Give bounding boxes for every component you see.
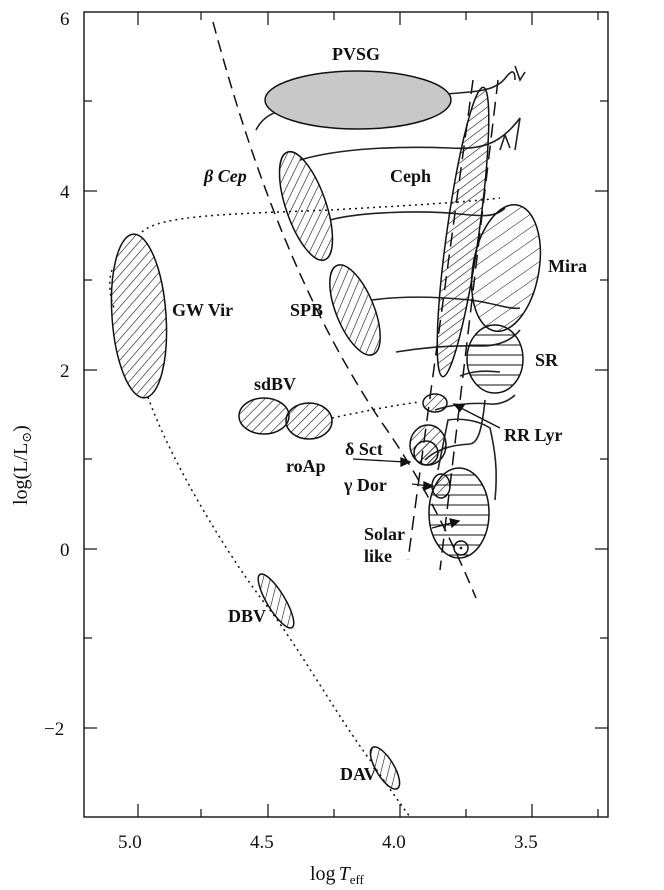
- y-tick-neg2: −2: [44, 719, 64, 740]
- dav-label: DAV: [340, 764, 377, 784]
- y-tick-2: 2: [60, 361, 70, 382]
- sdbv-horizontal-branch: [331, 401, 421, 419]
- spb-label: SPB: [290, 300, 323, 320]
- beta-cep-region: [278, 150, 334, 262]
- mira-label: Mira: [548, 256, 587, 276]
- spb-region: [329, 264, 381, 356]
- beta-cep-label: β Cep: [203, 166, 247, 186]
- sdbv-region-right: [285, 402, 333, 440]
- solar-like-label-line2: like: [364, 546, 392, 566]
- x-tick-5-0: 5.0: [118, 832, 142, 853]
- ceph-label: Ceph: [390, 166, 431, 186]
- y-tick-4: 4: [60, 182, 70, 203]
- sun-icon: [453, 540, 469, 556]
- dbv-region: [257, 573, 295, 629]
- y-tick-0: 0: [60, 540, 70, 561]
- sdbv-region-left: [238, 397, 290, 435]
- solar-like-label-line1: Solar: [364, 524, 405, 544]
- region-ellipses: [110, 70, 542, 790]
- annotation-arrows: [352, 403, 501, 529]
- y-axis-title: log(L/L⊙): [10, 425, 34, 505]
- dbv-label: DBV: [228, 606, 266, 626]
- pvsg-region: [264, 70, 452, 130]
- pvsg-label: PVSG: [332, 44, 380, 64]
- roap-label: roAp: [286, 456, 326, 476]
- gw-vir-label: GW Vir: [172, 300, 233, 320]
- sr-label: SR: [535, 350, 559, 370]
- rr-lyr-region: [422, 393, 448, 413]
- x-tick-3-5: 3.5: [514, 832, 538, 853]
- ceph-region: [436, 86, 490, 378]
- sr-region: [466, 324, 524, 394]
- gw-vir-region: [110, 233, 168, 399]
- gamma-dor-label: γ Dor: [343, 475, 387, 495]
- delta-sct-label: δ Sct: [345, 439, 383, 459]
- dav-region: [369, 746, 401, 790]
- y-tick-6: 6: [60, 9, 70, 30]
- x-tick-4-5: 4.5: [250, 832, 274, 853]
- sdbv-label: sdBV: [254, 374, 296, 394]
- solar-like-region: [428, 467, 490, 559]
- sun-center-dot: [459, 546, 463, 550]
- tick-marks: [84, 12, 608, 817]
- instability-strip-red-edge: [439, 79, 499, 571]
- x-tick-4-0: 4.0: [382, 832, 406, 853]
- rr-lyr-label: RR Lyr: [504, 425, 563, 445]
- plot-frame: [83, 11, 609, 818]
- roap-region: [413, 440, 439, 466]
